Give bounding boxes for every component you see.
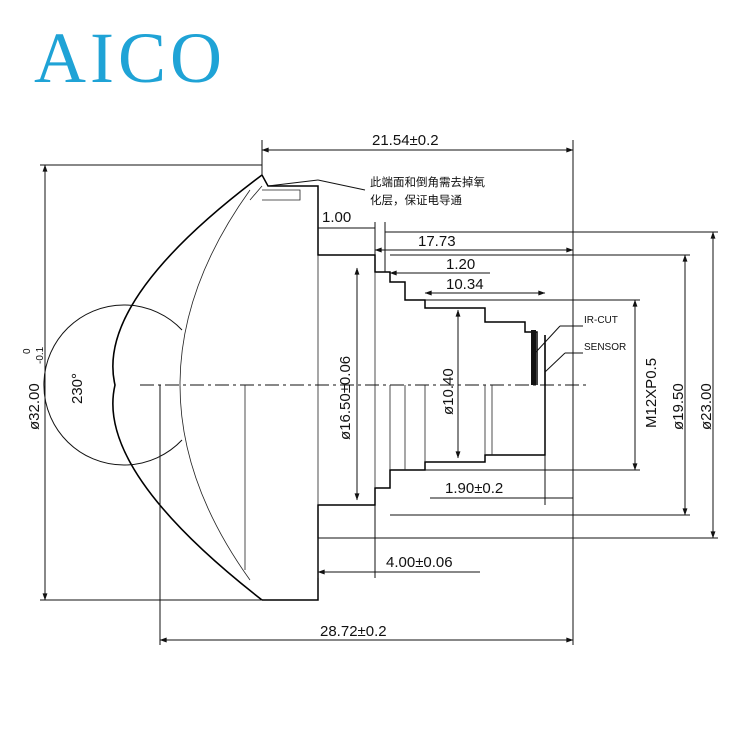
aico-logo: AICO bbox=[34, 18, 226, 98]
note-leader-1 bbox=[267, 179, 319, 187]
dome-arc bbox=[112, 174, 263, 601]
note-line-2: 化层，保证电导通 bbox=[370, 193, 462, 207]
ir-cut-filter bbox=[531, 330, 536, 385]
dim-1-label: 1.00 bbox=[322, 209, 351, 226]
dia-19-label: ø19.50 bbox=[670, 383, 687, 430]
ir-cut-leader-2 bbox=[535, 325, 561, 353]
ir-cut-label: IR-CUT bbox=[584, 315, 618, 326]
note-line-1: 此端面和倒角需去掉氧 bbox=[370, 175, 485, 189]
dim-21-label: 21.54±0.2 bbox=[372, 132, 439, 149]
thread-label: M12XP0.5 bbox=[643, 358, 660, 428]
dia-23-label: ø23.00 bbox=[698, 383, 715, 430]
dome-dia-label: ø32.00 bbox=[26, 383, 43, 430]
dia-10-label: ø10.40 bbox=[440, 368, 457, 415]
total-length-label: 28.72±0.2 bbox=[320, 623, 387, 640]
bfl-label: 1.90±0.2 bbox=[445, 480, 503, 497]
fov-arc bbox=[43, 304, 183, 466]
fov-label: 230° bbox=[69, 373, 86, 404]
dia-16-label: ø16.50±0.06 bbox=[337, 356, 354, 440]
flange-thk-label: 4.00±0.06 bbox=[386, 554, 453, 571]
front-chamfer bbox=[249, 185, 301, 201]
dome-inner-arc bbox=[179, 189, 251, 581]
dome-tol-upper: 0 bbox=[22, 348, 33, 354]
note-leader-2 bbox=[317, 179, 366, 191]
lens-body-top bbox=[261, 174, 538, 385]
sensor-leader-2 bbox=[544, 352, 566, 373]
dome-tol-lower: -0.1 bbox=[35, 346, 46, 364]
dim-17-label: 17.73 bbox=[418, 233, 456, 250]
sensor-label: SENSOR bbox=[584, 342, 626, 353]
dim-10-label: 10.34 bbox=[446, 276, 484, 293]
dim-1-20-label: 1.20 bbox=[446, 256, 475, 273]
